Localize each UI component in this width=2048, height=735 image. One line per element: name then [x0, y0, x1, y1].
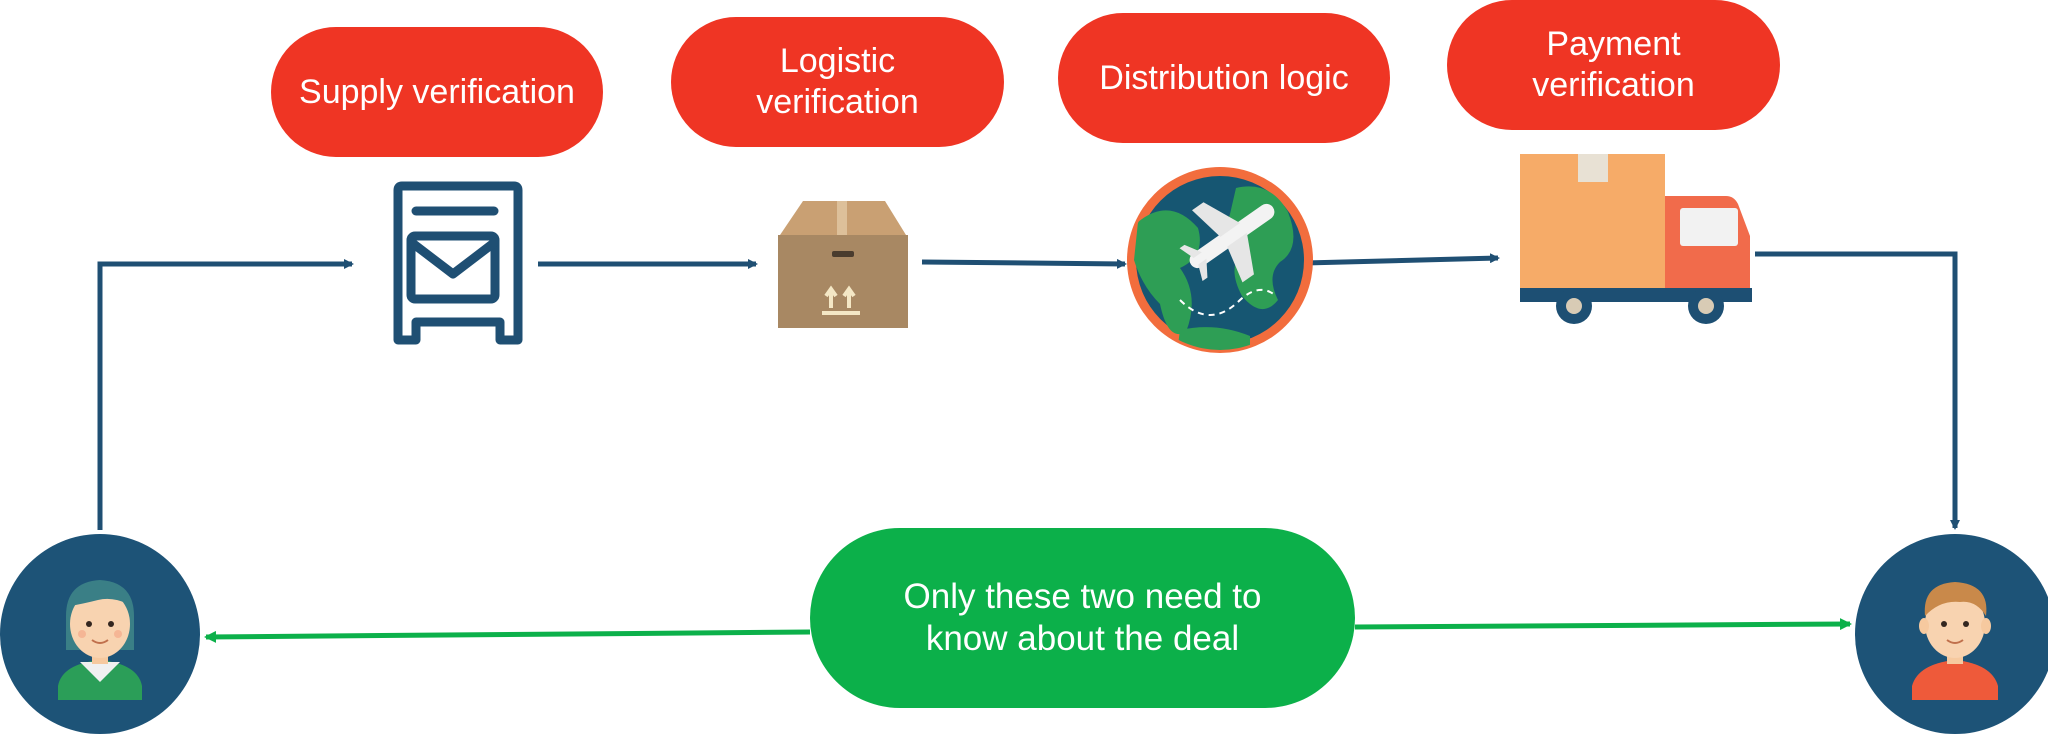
mailbox-icon: [393, 181, 523, 345]
globe-airplane-icon: [1127, 167, 1313, 353]
man-avatar-icon: [1855, 534, 2048, 734]
arrow-seller-to-mailbox: [97, 259, 354, 530]
step-label: Logistic verification: [756, 42, 919, 121]
arrow-box-to-globe: [921, 258, 1127, 269]
arrow-globe-to-truck: [1304, 253, 1500, 266]
step-label: Distribution logic: [1099, 58, 1349, 97]
arrow-note-to-buyer: [1354, 618, 1852, 631]
step-label: Payment verification: [1532, 25, 1695, 104]
woman-avatar-icon: [0, 534, 200, 734]
direct-arrows: [204, 618, 1852, 643]
step-logistic-verification: Logistic verification: [671, 17, 1004, 147]
step-supply-verification: Supply verification: [271, 27, 603, 157]
flow-arrows: [97, 251, 1960, 530]
delivery-truck-icon: [1520, 154, 1752, 324]
arrow-note-to-seller: [204, 629, 811, 643]
cardboard-box-icon: [778, 201, 908, 328]
step-payment-verification: Payment verification: [1447, 0, 1780, 130]
step-distribution-logic: Distribution logic: [1058, 13, 1390, 143]
arrow-truck-to-buyer: [1755, 251, 1960, 530]
note-text: Only these two need to know about the de…: [903, 577, 1262, 658]
direct-deal-note: Only these two need to know about the de…: [810, 528, 1355, 708]
step-label: Supply verification: [299, 72, 575, 111]
